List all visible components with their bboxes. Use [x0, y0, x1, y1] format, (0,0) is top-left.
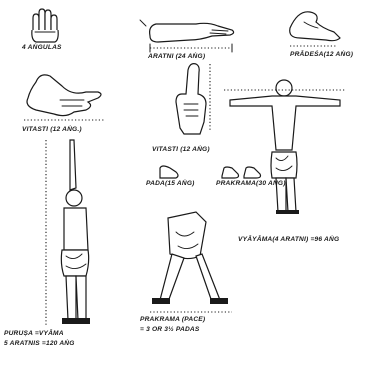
- label-purusa-line1: PURUṢA =VYĀMA: [4, 330, 64, 338]
- vyayama-man-figure: [224, 80, 346, 214]
- label-pada: PADA(15 AṄG): [146, 180, 195, 188]
- pradesa-hand-figure: [290, 12, 340, 46]
- four-fingers-figure: [32, 9, 58, 42]
- label-prakrama-pace-line2: = 3 OR 3½ PADAS: [140, 326, 200, 334]
- label-vitasti-fingers: VITASTI (12 AṄG): [152, 146, 210, 154]
- label-aratni: ARATNI (24 AṄG): [148, 53, 205, 61]
- forearm-figure: [140, 20, 234, 52]
- label-prakrama: PRAKRAMA(30 AṄG): [216, 180, 286, 188]
- label-vitasti-hand: VITASTI (12 AṄG.): [22, 126, 82, 134]
- label-four-angulas: 4 AṄGULAS: [22, 44, 62, 52]
- walking-legs-figure: [150, 212, 232, 312]
- purusa-man-figure: [46, 140, 90, 326]
- vitasti-spread-hand-figure: [24, 75, 104, 120]
- label-prakrama-pace-line1: PRAKRAMA (PACE): [140, 316, 205, 324]
- feet-figure: [160, 166, 261, 178]
- label-purusa-line2: 5 ARATNIS =120 AṄG: [4, 340, 75, 348]
- label-vyayama: VYĀYĀMA(4 ARATNI) =96 AṄG: [238, 236, 339, 244]
- label-pradesa: PRĀDEŚA(12 AṄG): [290, 51, 353, 59]
- vitasti-raised-hand-figure: [176, 64, 210, 134]
